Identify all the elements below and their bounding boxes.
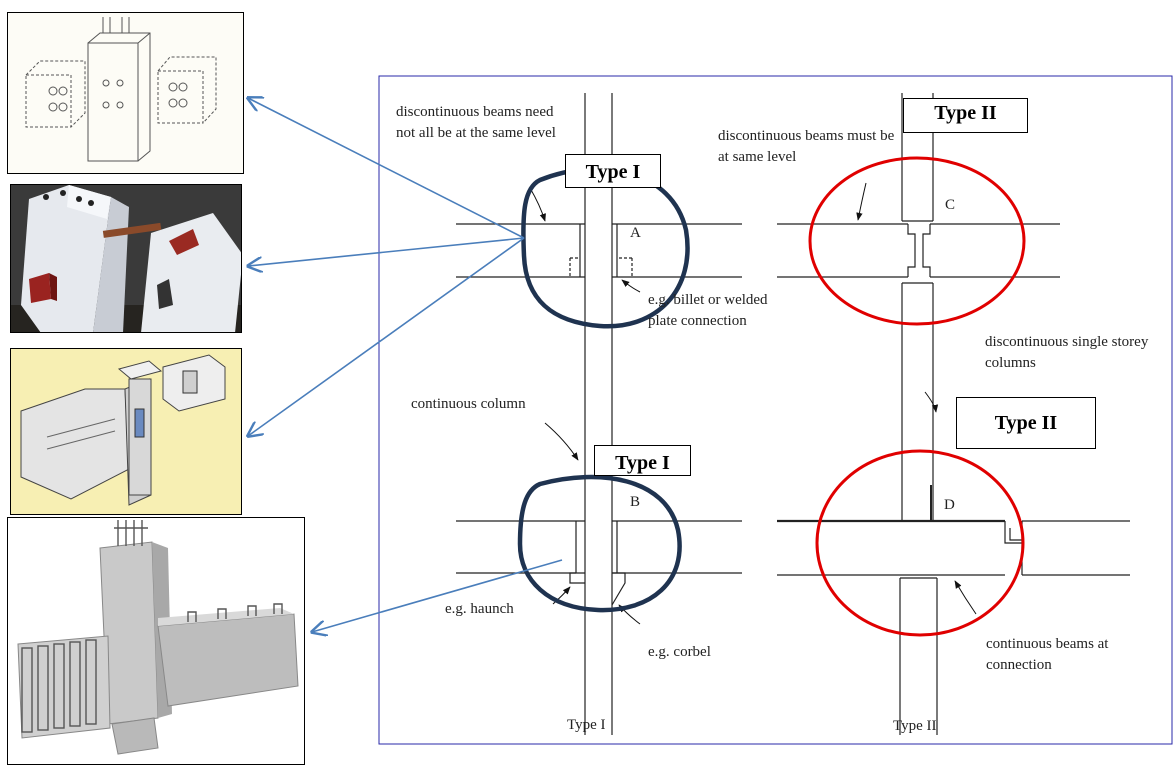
caption-type1: Type I: [567, 717, 606, 734]
caption-type2: Type II: [893, 718, 937, 735]
leader-arrows: [530, 183, 976, 624]
reference-arrows: [248, 98, 562, 632]
annotation-continuous-column: continuous column: [411, 394, 581, 415]
label-d: D: [944, 497, 955, 514]
annotation-corbel: e.g. corbel: [648, 642, 768, 663]
annotation-continuous-beams: continuous beams at connection: [986, 634, 1136, 676]
connection-highlight-circles: [520, 158, 1024, 635]
label-c: C: [945, 197, 955, 214]
annotation-discontinuous-beams-type1: discontinuous beams need not all be at t…: [396, 102, 574, 144]
type2-top-circle: [810, 158, 1024, 324]
type1-top-box: Type I: [565, 154, 661, 188]
arrow-to-haunch-render: [312, 560, 562, 632]
type2-mid-box: Type II: [956, 397, 1096, 449]
type2-bottom-circle: [817, 451, 1023, 635]
annotation-billet-connection: e.g. billet or welded plate connection: [648, 290, 768, 332]
label-b: B: [630, 494, 640, 511]
type1-bottom-circle: [520, 477, 680, 610]
arrow-to-photo: [248, 238, 524, 266]
annotation-single-storey-columns: discontinuous single storey columns: [985, 332, 1160, 374]
annotation-haunch: e.g. haunch: [445, 599, 565, 620]
type1-mid-box: Type I: [594, 445, 691, 476]
annotation-discontinuous-beams-type2: discontinuous beams must be at same leve…: [718, 126, 903, 168]
label-a: A: [630, 225, 641, 242]
type2-top-box: Type II: [903, 98, 1028, 133]
